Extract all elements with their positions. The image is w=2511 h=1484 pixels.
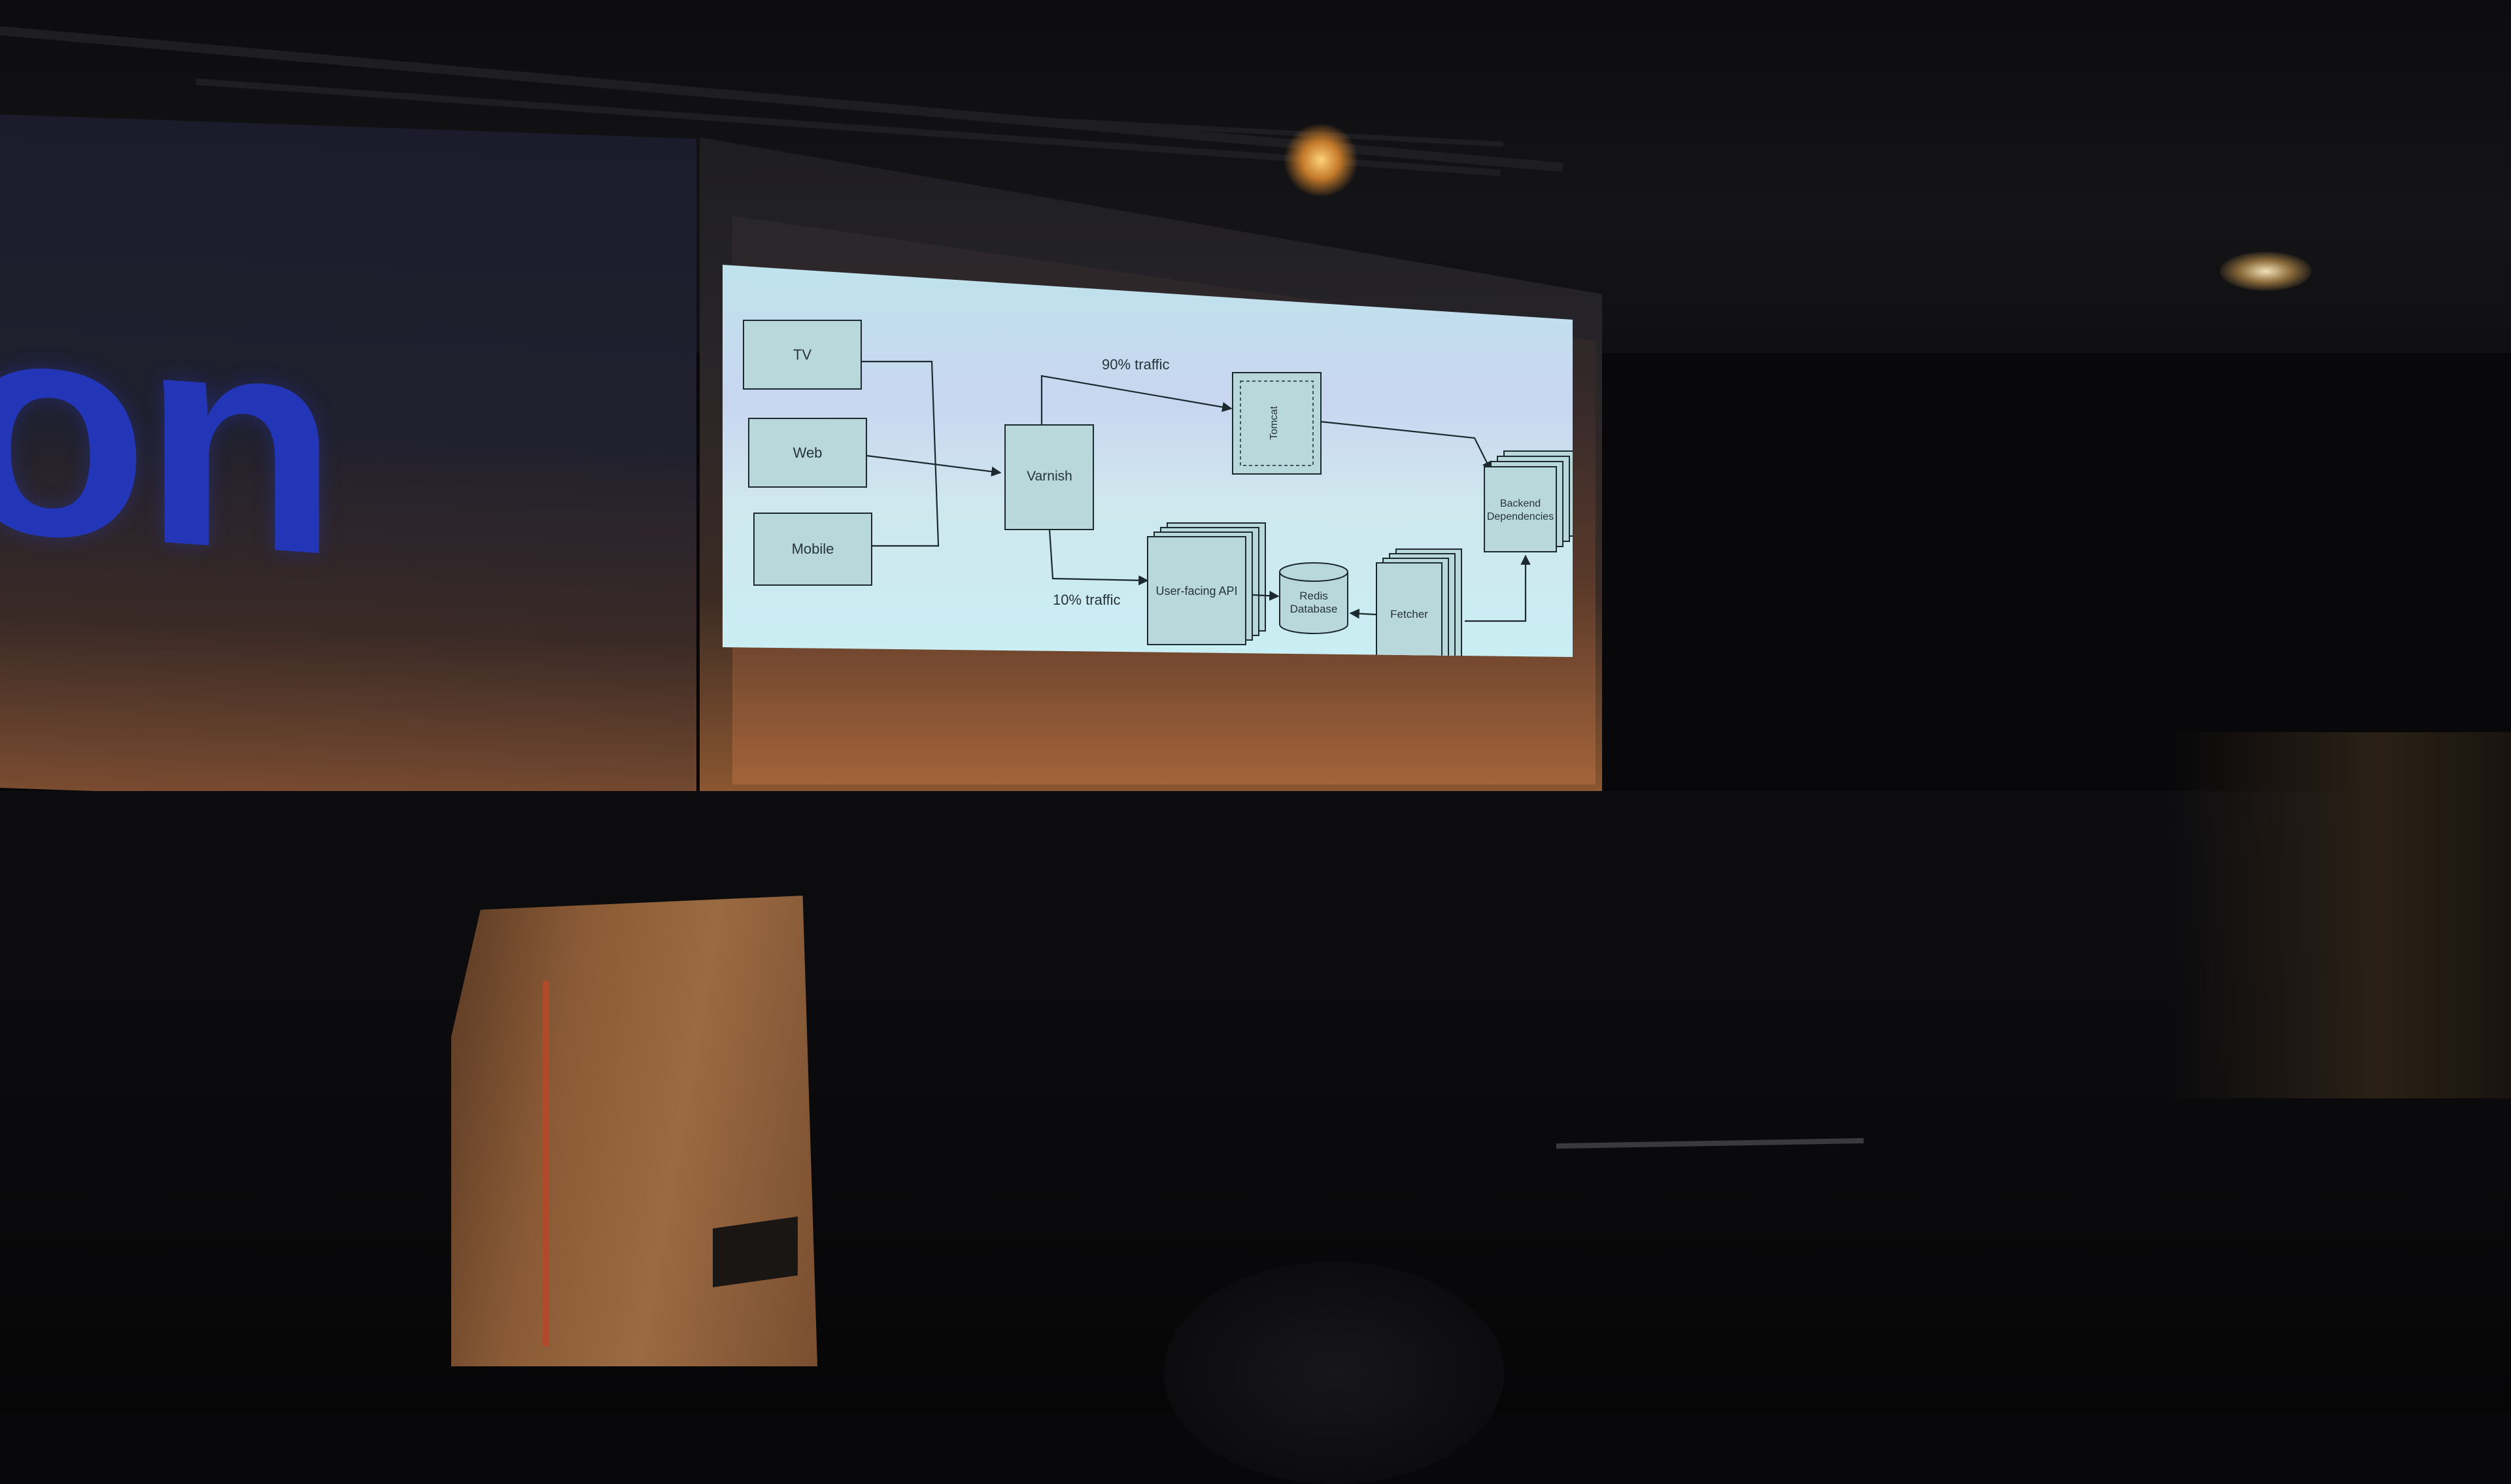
varnish-to-tomcat-arrow bbox=[1040, 375, 1233, 425]
varnish-box bbox=[1004, 424, 1094, 530]
room-wall bbox=[2171, 732, 2511, 1098]
backend-label-line1: Backend bbox=[1500, 498, 1541, 509]
ceiling-light bbox=[2220, 252, 2312, 291]
tv-label: TV bbox=[793, 346, 811, 363]
tomcat-inner-frame bbox=[1240, 380, 1314, 466]
top-traffic-label: 90% traffic bbox=[1102, 356, 1170, 373]
varnish-label: Varnish bbox=[1027, 469, 1072, 484]
api-label: User-facing API bbox=[1155, 584, 1237, 598]
fetcher-to-redis-arrow bbox=[1349, 609, 1377, 619]
user-facing-api-box bbox=[1147, 536, 1246, 645]
audience-head-silhouette bbox=[1164, 1262, 1504, 1484]
api-to-redis-arrow bbox=[1252, 590, 1280, 601]
fetcher-to-backend-arrow bbox=[1465, 554, 1531, 622]
bottom-traffic-label: 10% traffic bbox=[1053, 592, 1121, 608]
redis-label-line2: Database bbox=[1290, 603, 1338, 615]
redis-cylinder-body bbox=[1279, 572, 1348, 634]
mobile-label: Mobile bbox=[792, 541, 834, 557]
stage-spotlight bbox=[1282, 124, 1360, 196]
web-label: Web bbox=[793, 445, 823, 461]
lectern-cable bbox=[543, 981, 549, 1347]
architecture-diagram: TV Web Mobile Varnish 90% traffic Tomcat… bbox=[743, 320, 1573, 657]
backend-label-line2: Dependencies bbox=[1487, 511, 1554, 522]
tv-box bbox=[743, 320, 862, 390]
architecture-slide: TV Web Mobile Varnish 90% traffic Tomcat… bbox=[723, 265, 1573, 657]
left-screen-wordmark: on bbox=[0, 249, 333, 620]
redis-label-line1: Redis bbox=[1299, 590, 1327, 602]
web-to-varnish-arrow bbox=[866, 454, 1002, 477]
mobile-box bbox=[753, 513, 872, 586]
tomcat-box bbox=[1232, 372, 1322, 475]
fetcher-label: Fetcher bbox=[1390, 608, 1428, 620]
tomcat-label: Tomcat bbox=[1269, 406, 1280, 440]
lectern bbox=[451, 896, 817, 1366]
web-box bbox=[748, 418, 867, 488]
varnish-to-api-arrow bbox=[1048, 529, 1149, 586]
backend-dependencies-box bbox=[1484, 466, 1557, 552]
tv-mobile-connector bbox=[861, 360, 940, 547]
tomcat-to-backend-arrow bbox=[1320, 420, 1492, 472]
redis-cylinder-top bbox=[1279, 562, 1348, 582]
fetcher-box bbox=[1376, 562, 1443, 657]
lectern-device bbox=[713, 1216, 798, 1288]
